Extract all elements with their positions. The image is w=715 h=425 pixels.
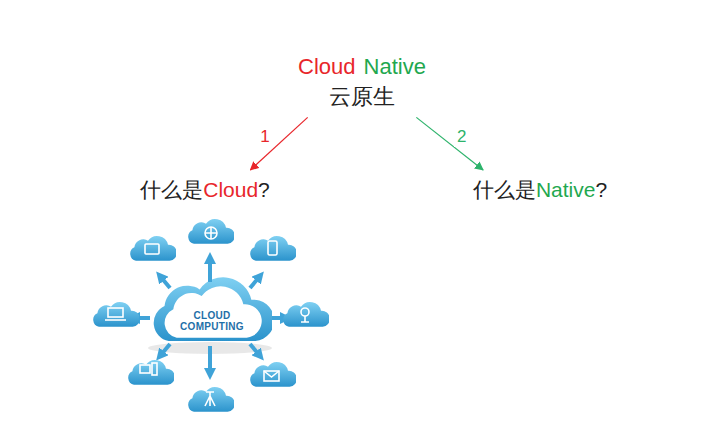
illustration-label: CLOUD COMPUTING xyxy=(175,310,249,333)
node-text: Native xyxy=(536,178,596,201)
edge-number: 2 xyxy=(454,128,469,147)
node-text: 什么是 xyxy=(473,178,536,201)
node-text: Cloud xyxy=(203,178,258,201)
edge-number: 1 xyxy=(257,128,272,147)
title-node: Cloud Native 云原生 xyxy=(294,50,430,113)
arrow-connector xyxy=(416,117,483,170)
spoke-arrows xyxy=(134,258,286,374)
text-row: 什么是Native? xyxy=(473,176,607,204)
node-text: 云原生 xyxy=(329,84,395,109)
question-node: 什么是Cloud? xyxy=(136,174,274,206)
node-text: Native xyxy=(364,54,426,79)
node-text: Cloud xyxy=(298,54,355,79)
text-row: 云原生 xyxy=(298,82,426,112)
text-row: Cloud Native xyxy=(298,52,426,82)
node-text: 什么是 xyxy=(140,178,203,201)
satellite-clouds xyxy=(93,219,330,412)
center-cloud xyxy=(154,277,274,341)
node-text: ? xyxy=(258,178,270,201)
node-text: ? xyxy=(595,178,607,201)
text-row: 什么是Cloud? xyxy=(140,176,270,204)
device-icons xyxy=(105,227,309,406)
arrow-connector xyxy=(250,117,307,170)
question-node: 什么是Native? xyxy=(469,174,611,206)
